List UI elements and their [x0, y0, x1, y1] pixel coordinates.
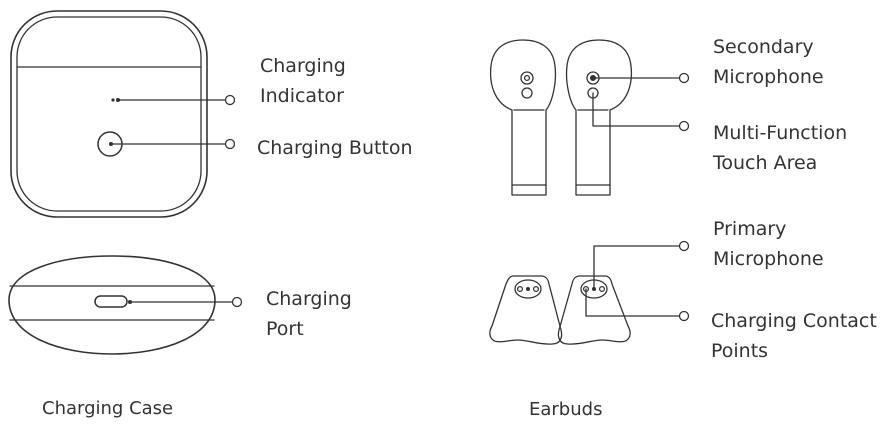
label-charging-contacts-line-2: Points — [711, 340, 769, 362]
label-charging-contacts-line-1: Charging Contact — [711, 310, 877, 332]
earbud-left-upright — [489, 39, 557, 196]
charging-case-side-view — [8, 255, 216, 355]
callout-marker-charging-port — [231, 296, 243, 308]
label-charging-port-line-2: Port — [266, 318, 304, 340]
label-touch-area-line-2: Touch Area — [713, 152, 818, 174]
caption-charging-case: Charging Case — [42, 398, 174, 419]
callout-marker-primary-microphone — [678, 240, 690, 252]
callout-marker-touch-area — [678, 120, 690, 132]
caption-earbuds: Earbuds — [529, 399, 603, 420]
usb-c-port-shape — [94, 295, 128, 308]
callout-marker-charging-indicator — [224, 94, 236, 106]
callout-marker-charging-contacts — [678, 310, 690, 322]
callout-marker-secondary-microphone — [678, 72, 690, 84]
label-charging-indicator-line-2: Indicator — [260, 85, 344, 107]
label-charging-indicator: Charging Indicator — [260, 51, 346, 111]
label-charging-port: Charging Port — [266, 284, 352, 344]
earbud-right-upright — [565, 39, 633, 196]
charging-indicator-led — [111, 98, 115, 102]
earbud-left-bottom — [489, 275, 563, 345]
label-multi-function-touch-area: Multi-Function Touch Area — [713, 118, 847, 178]
label-charging-contact-points: Charging Contact Points — [711, 306, 877, 366]
label-charging-port-line-1: Charging — [266, 288, 352, 310]
label-primary-microphone-line-2: Microphone — [713, 248, 824, 270]
label-primary-microphone-line-1: Primary — [713, 218, 787, 240]
charging-case-top-view — [10, 10, 208, 218]
label-secondary-microphone: Secondary Microphone — [713, 32, 824, 92]
label-primary-microphone: Primary Microphone — [713, 214, 824, 274]
label-secondary-microphone-line-1: Secondary — [713, 36, 814, 58]
callout-marker-charging-button — [224, 138, 236, 150]
label-charging-button: Charging Button — [257, 137, 413, 159]
label-secondary-microphone-line-2: Microphone — [713, 66, 824, 88]
leader-lines — [108, 72, 690, 322]
label-charging-indicator-line-1: Charging — [260, 55, 346, 77]
label-touch-area-line-1: Multi-Function — [713, 122, 848, 144]
